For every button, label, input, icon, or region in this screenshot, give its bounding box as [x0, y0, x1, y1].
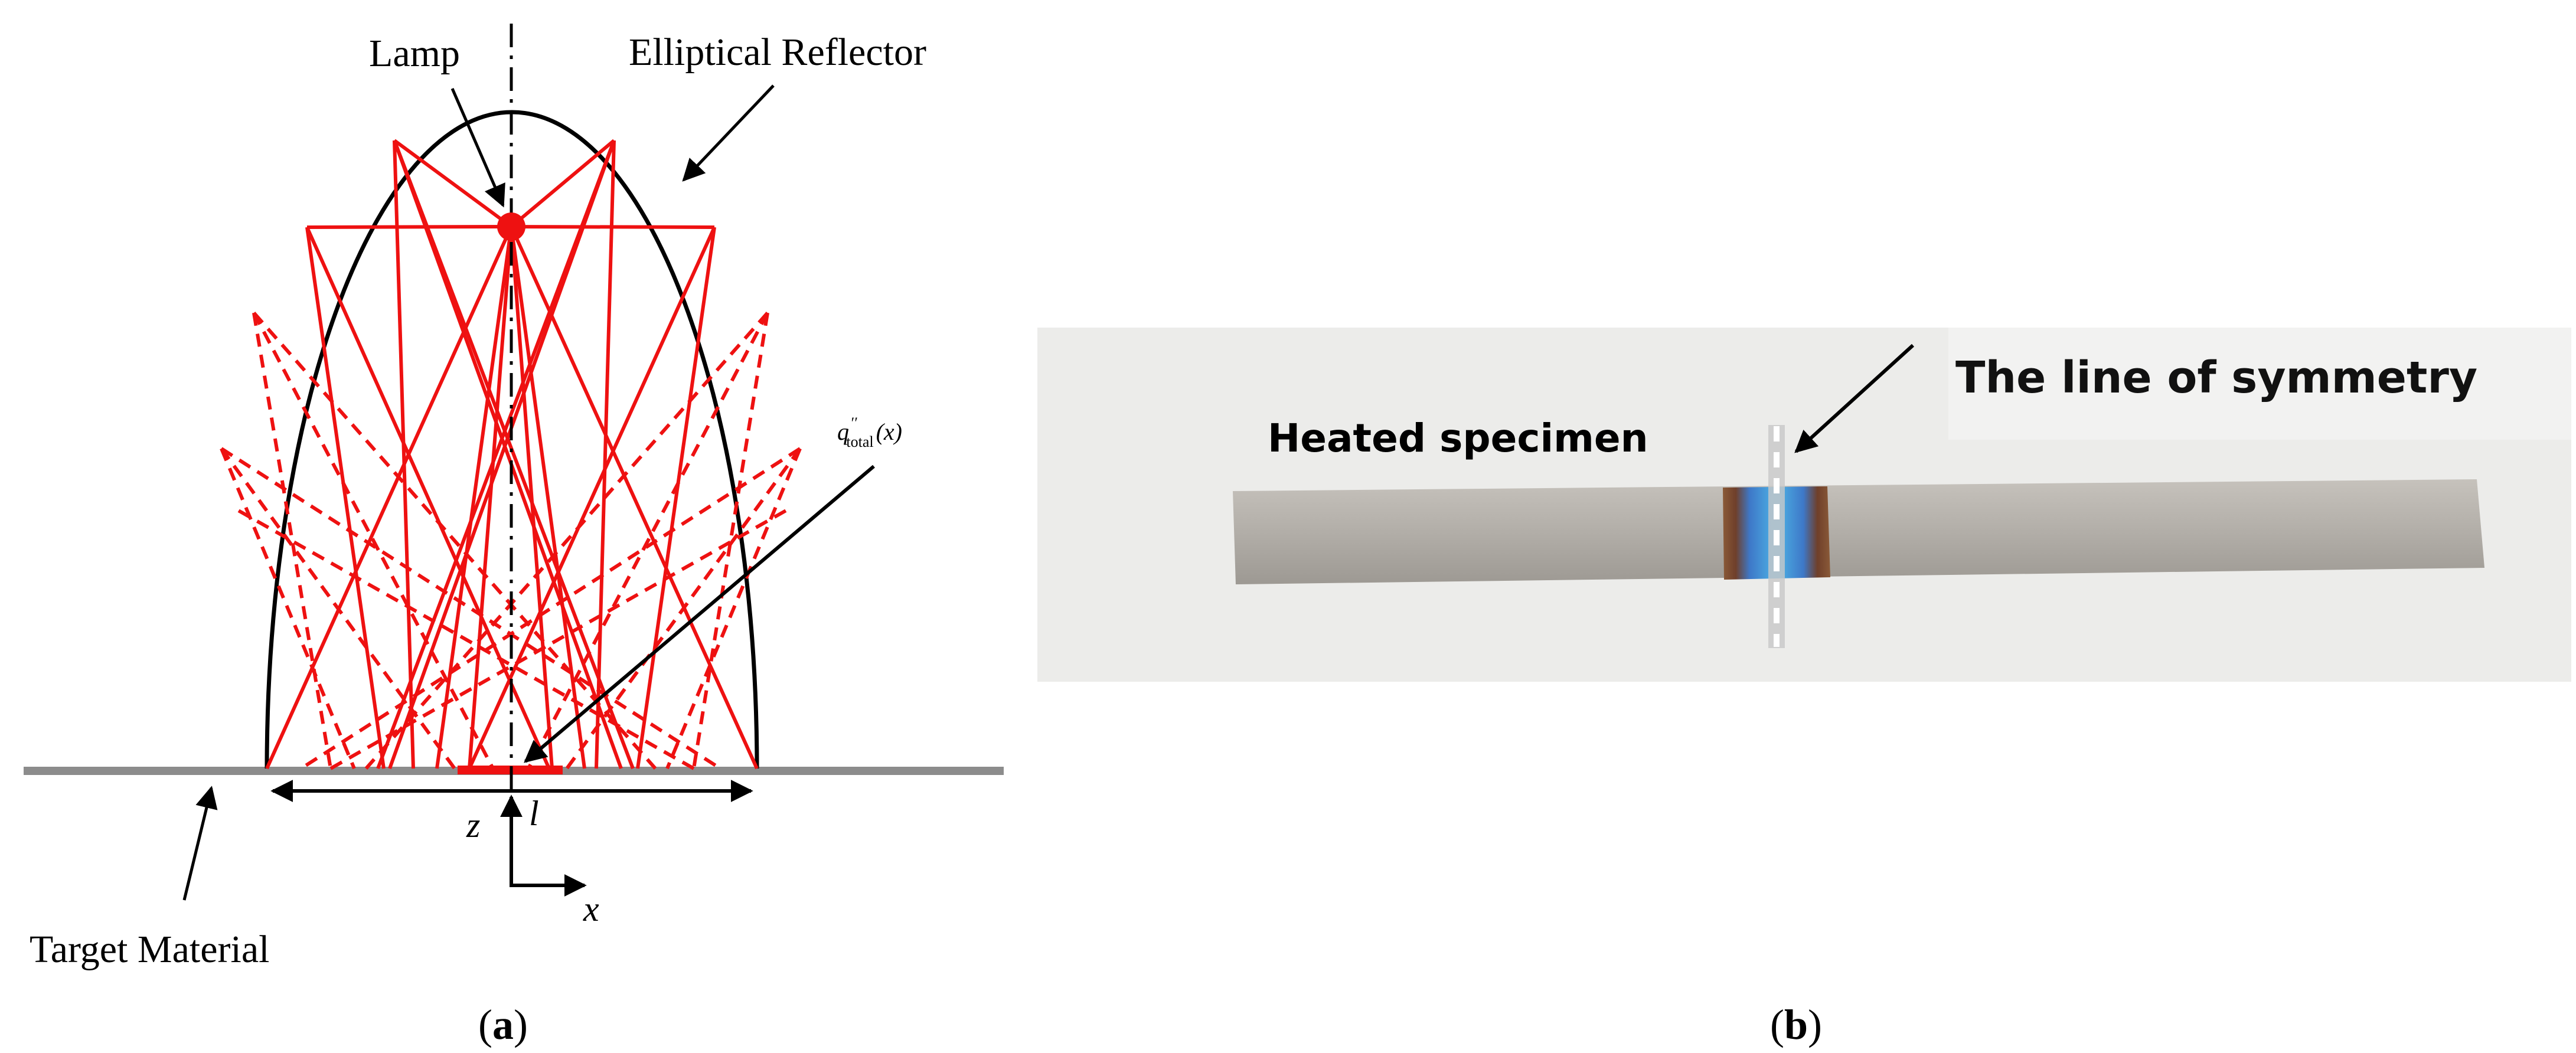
ray-dashed-5	[300, 447, 801, 770]
x-axis-label: x	[583, 890, 599, 928]
target-material-label: Target Material	[30, 928, 269, 971]
ray-dashed-7	[565, 447, 802, 770]
caption-a: (a)	[478, 1001, 528, 1048]
ray-solid-18	[393, 139, 635, 770]
panel-a-diagram: Lamp Elliptical Reflector q ′′ total (x)…	[24, 24, 1004, 1048]
heat-flux-subscript: total	[846, 433, 873, 450]
heated-specimen-label: Heated specimen	[1268, 416, 1648, 461]
ray-group	[220, 139, 802, 770]
ray-solid-4	[393, 139, 623, 770]
ray-dashed-8	[252, 312, 332, 769]
ray-dashed-12	[329, 506, 792, 770]
reflector-label: Elliptical Reflector	[629, 31, 926, 74]
ray-dashed-9	[692, 312, 769, 769]
ray-solid-15	[510, 225, 759, 770]
ray-solid-16	[305, 227, 386, 769]
ray-dashed-2	[252, 312, 495, 770]
ray-dashed-13	[232, 506, 695, 770]
ray-dashed-3	[527, 312, 769, 770]
ray-solid-9	[468, 226, 716, 770]
symmetry-label: The line of symmetry	[1955, 352, 2477, 403]
ray-solid-13	[510, 226, 586, 769]
ray-dashed-1	[364, 312, 769, 770]
caption-a-letter: a	[492, 1001, 514, 1048]
lamp-arrow	[450, 88, 505, 208]
heated-length-label: l	[529, 794, 539, 833]
lamp-dot	[497, 212, 525, 241]
ray-solid-19	[376, 139, 616, 770]
ray-dashed-10	[220, 447, 356, 770]
ray-solid-3	[595, 140, 616, 769]
heat-flux-label: q ′′ total (x)	[837, 414, 902, 450]
ray-solid-5	[388, 139, 616, 770]
heat-flux-prime: ′′	[850, 414, 857, 431]
ray-dashed-0	[252, 312, 657, 770]
symmetry-arrow	[1794, 344, 1915, 453]
ray-dashed-4	[220, 447, 721, 770]
ray-solid-2	[393, 140, 415, 769]
panel-b-photo: Heated specimen The line of symmetry (b)	[1037, 328, 2571, 1048]
ray-solid-14	[265, 225, 513, 770]
caption-b-letter: b	[1784, 1001, 1808, 1048]
lamp-label: Lamp	[369, 32, 460, 75]
ray-solid-1	[510, 139, 615, 228]
heat-flux-symbol: q	[837, 418, 849, 445]
specimen-strip	[1233, 479, 2484, 584]
ray-solid-0	[393, 139, 512, 228]
heat-flux-arrow	[524, 465, 875, 763]
target-material-arrow	[182, 786, 218, 901]
ray-solid-17	[636, 227, 716, 769]
photo-light-corner	[1948, 328, 2571, 440]
ray-dashed-6	[220, 447, 456, 770]
caption-b: (b)	[1770, 1001, 1822, 1048]
ray-solid-12	[435, 226, 513, 769]
ray-solid-10	[468, 226, 513, 769]
z-axis-label: z	[466, 806, 480, 845]
heat-flux-argument: (x)	[876, 418, 902, 445]
reflector-arrow	[682, 84, 775, 182]
ray-dashed-11	[665, 447, 802, 770]
